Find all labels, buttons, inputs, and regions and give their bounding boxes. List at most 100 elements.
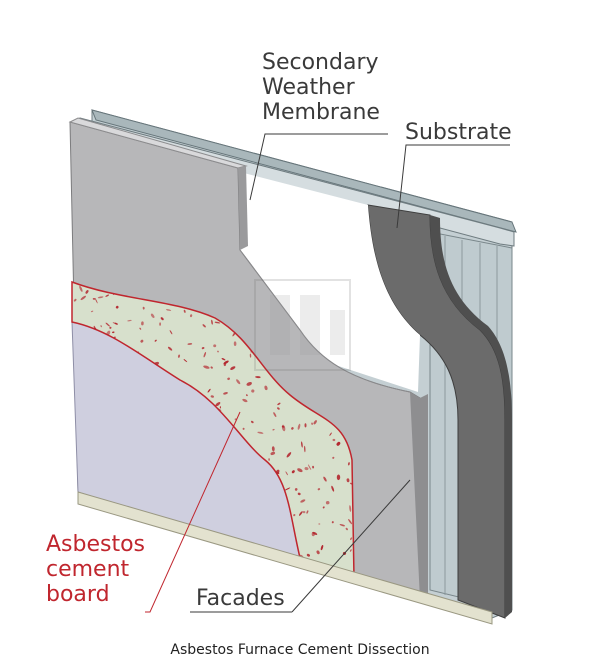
asbestos-fleck — [234, 555, 237, 558]
asbestos-fleck — [93, 511, 96, 515]
asbestos-fleck — [349, 505, 352, 512]
facades-leader — [291, 479, 411, 613]
substrate-layer — [367, 204, 512, 619]
asbestos-fleck — [270, 451, 276, 456]
asbestos-fleck — [113, 336, 116, 339]
asbestos-fleck — [230, 366, 236, 370]
asbestos-fleck — [140, 339, 144, 343]
asbestos-fleck — [305, 577, 311, 578]
asbestos-fleck — [151, 536, 157, 541]
asbestos-fleck — [306, 553, 311, 557]
asbestos-fleck — [157, 574, 160, 578]
asbestos-fleck — [117, 518, 121, 523]
secondary-membrane-layer — [240, 172, 420, 392]
asbestos-fleck — [232, 572, 238, 576]
asbestos-fleck — [100, 325, 103, 328]
asbestos-fleck — [202, 324, 206, 328]
asbestos-fleck — [306, 510, 309, 514]
asbestos-fleck — [210, 395, 214, 398]
asbestos-fleck — [72, 506, 74, 511]
asbestos-fleck — [291, 470, 295, 474]
asbestos-fleck — [211, 319, 213, 325]
asbestos-fleck — [251, 389, 255, 393]
asbestos-fleck — [336, 441, 341, 446]
asbestos-fleck — [346, 478, 350, 483]
asbestos-fleck — [331, 485, 335, 492]
asbestos-fleck — [345, 527, 349, 531]
asbestos-fleck — [215, 568, 218, 571]
asbestos-fleck — [106, 515, 109, 517]
asbestos-fleck — [106, 525, 111, 529]
asbestos-fleck — [72, 372, 73, 376]
asbestos-fleck — [193, 574, 200, 577]
asbestos-fleck — [255, 563, 258, 566]
asbestos-fleck — [201, 569, 204, 577]
asbestos-fleck — [106, 330, 111, 336]
asbestos-fleck — [264, 385, 268, 391]
secondary-weather-membrane-label: Secondary Weather Membrane — [262, 50, 380, 125]
watermark-logo — [254, 279, 351, 371]
asbestos-fleck — [250, 420, 254, 424]
bottom-sill — [77, 491, 493, 625]
asbestos-fleck — [215, 580, 219, 584]
asbestos-fleck — [274, 577, 279, 578]
asbestos-fleck — [72, 517, 75, 520]
asbestos-fleck — [79, 285, 83, 292]
asbestos-fleck — [183, 359, 188, 363]
asbestos-fleck — [165, 554, 169, 558]
asbestos-fleck — [180, 562, 183, 565]
asbestos-fleck — [272, 428, 275, 431]
asbestos-fleck — [189, 314, 193, 318]
asbestos-fleck — [277, 407, 280, 410]
asbestos-fleck — [90, 310, 94, 313]
asbestos-fleck — [200, 542, 205, 546]
asbestos-fleck — [308, 576, 311, 578]
asbestos-fleck — [242, 427, 245, 430]
asbestos-fleck — [277, 402, 281, 406]
asbestos-fleck — [72, 386, 75, 389]
asbestos-fleck — [217, 407, 222, 411]
asbestos-fleck — [318, 523, 321, 525]
asbestos-fleck — [73, 516, 77, 520]
asbestos-fleck — [325, 500, 330, 505]
asbestos-fleck — [307, 464, 312, 471]
asbestos-fleck — [69, 425, 71, 429]
asbestos-fleck — [246, 381, 252, 386]
asbestos-fleck — [257, 431, 264, 434]
asbestos-fleck — [348, 518, 353, 525]
asbestos-fleck — [188, 569, 193, 574]
asbestos-fleck — [102, 524, 105, 529]
asbestos-fleck — [313, 420, 317, 425]
asbestos-fleck — [72, 430, 73, 433]
asbestos-fleck — [227, 377, 230, 381]
asbestos-fleck — [312, 465, 315, 469]
asbestos-fleck — [339, 524, 345, 527]
asbestos-fleck — [187, 343, 193, 345]
asbestos-fleck — [221, 581, 224, 585]
asbestos-fleck — [223, 558, 229, 563]
asbestos-fleck — [304, 467, 309, 471]
asbestos-fleck — [183, 309, 186, 313]
asbestos-fleck — [255, 376, 261, 379]
asbestos-fleck — [300, 499, 306, 503]
asbestos-fleck — [349, 549, 352, 552]
substrate-leader — [396, 144, 510, 229]
asbestos-fleck — [217, 350, 219, 353]
asbestos-fleck — [203, 563, 209, 568]
asbestos-fleck — [142, 306, 145, 310]
asbestos-fleck — [219, 406, 222, 409]
asbestos-fleck — [159, 322, 162, 326]
asbestos-fleck — [317, 488, 321, 491]
asbestos-fleck — [331, 521, 334, 524]
asbestos-fleck — [73, 298, 77, 302]
asbestos-fleck — [154, 339, 157, 342]
asbestos-fleck — [322, 506, 325, 509]
asbestos-fleck — [126, 520, 131, 524]
asbestos-fleck — [141, 321, 144, 326]
asbestos-fleck — [293, 514, 296, 517]
asbestos-fleck — [160, 317, 164, 321]
asbestos-fleck — [109, 326, 112, 329]
asbestos-fleck — [72, 458, 74, 463]
asbestos-fleck — [297, 423, 301, 430]
